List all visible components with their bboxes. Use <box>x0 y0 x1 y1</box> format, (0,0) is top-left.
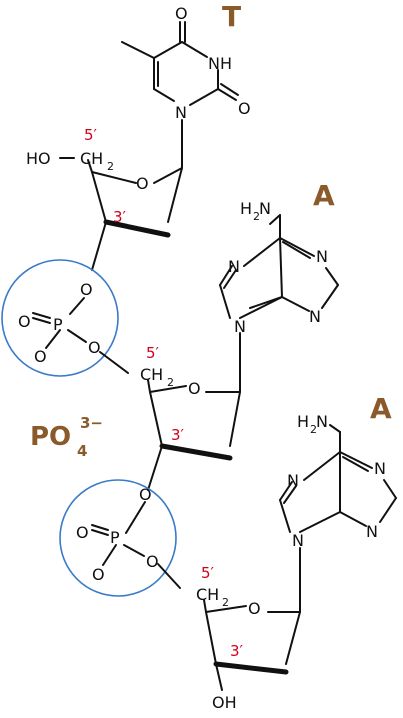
sugar-2-ring-oxygen: O <box>188 379 201 398</box>
sugar-2-ch2-subscript: 2 <box>167 376 174 389</box>
adenine-2-n9: N <box>292 531 304 550</box>
phosphate-1-oxygen-minus: O <box>34 347 47 366</box>
phosphate-ion-subscript: 4 <box>77 442 87 460</box>
phosphate-ion-superscript: 3− <box>80 414 103 432</box>
phosphate-2-oxygen-top: O <box>139 485 152 504</box>
phosphate-ion-main: PO <box>30 422 71 452</box>
adenine-2-h2n-subscript: 2 <box>310 423 317 436</box>
thymine-n1-label: N <box>175 103 187 122</box>
sugar-3-ch2-subscript: 2 <box>222 596 229 609</box>
sugar-3-ch-label: CH <box>196 585 219 604</box>
phosphate-1-oxygen-bridge: O <box>88 338 101 357</box>
phosphate-ion-label: PO 4 3− <box>30 414 103 460</box>
sugar-1-ring-oxygen: O <box>136 174 149 193</box>
adenine-2-h2n-h: H <box>297 412 309 431</box>
deoxyribose-sugar-2 <box>147 379 241 491</box>
sugar-3-five-prime: 5′ <box>201 564 215 582</box>
phosphate-1-circle <box>1 259 119 377</box>
adenine-1-n1: N <box>316 247 328 266</box>
sugar-1-five-prime: 5′ <box>84 126 98 144</box>
phosphate-2-oxygen-bridge: O <box>146 552 159 571</box>
base-label-adenine-2: A <box>370 392 392 425</box>
adenine-1-h2n-subscript: 2 <box>253 210 260 223</box>
sugar-1-ch-label: CH <box>80 149 103 168</box>
phosphate-1-bonds <box>32 297 129 374</box>
adenine-base-1 <box>219 214 339 393</box>
thymine-base <box>121 21 239 169</box>
phosphate-2-bonds <box>91 501 181 589</box>
adenine-1-h2n-n: N <box>259 199 271 218</box>
adenine-1-n9: N <box>234 317 246 336</box>
adenine-2-n3: N <box>366 522 378 541</box>
thymine-carbonyl-oxygen-top: O <box>175 4 188 23</box>
adenine-2-n1: N <box>374 459 386 478</box>
thymine-nh-label: NH <box>208 54 232 73</box>
phosphate-2-phosphorus: P <box>110 528 120 547</box>
base-label-adenine-1: A <box>313 179 335 212</box>
adenine-2-n7: N <box>287 471 299 490</box>
adenine-2-h2n-n: N <box>316 412 328 431</box>
thymine-carbonyl-oxygen-right: O <box>238 99 251 118</box>
adenine-base-2 <box>279 424 397 613</box>
sugar-3-three-prime: 3′ <box>230 642 244 660</box>
deoxyribose-sugar-1 <box>87 159 183 271</box>
phosphate-2-oxygen-double: O <box>76 523 89 542</box>
phosphate-2-oxygen-minus: O <box>92 565 105 584</box>
deoxyribose-sugar-3 <box>203 599 301 691</box>
sugar-1-ho-label: HO <box>26 149 51 168</box>
phosphate-1-phosphorus: P <box>53 315 63 334</box>
sugar-3-ring-oxygen: O <box>248 599 261 618</box>
sugar-3-oh-label: OH <box>212 693 237 712</box>
base-label-thymine: T <box>222 0 241 33</box>
phosphate-1-oxygen-top: O <box>80 280 93 299</box>
adenine-1-n3: N <box>309 307 321 326</box>
sugar-2-five-prime: 5′ <box>146 344 160 362</box>
phosphate-1-oxygen-double: O <box>18 312 31 331</box>
phosphate-2-circle <box>59 479 177 597</box>
adenine-1-h2n-h: H <box>240 199 252 218</box>
adenine-1-n7: N <box>228 257 240 276</box>
sugar-2-ch-label: CH <box>140 365 163 384</box>
sugar-1-ch2-subscript: 2 <box>107 160 114 173</box>
sugar-1-three-prime: 3′ <box>113 208 127 226</box>
sugar-2-three-prime: 3′ <box>171 426 185 444</box>
